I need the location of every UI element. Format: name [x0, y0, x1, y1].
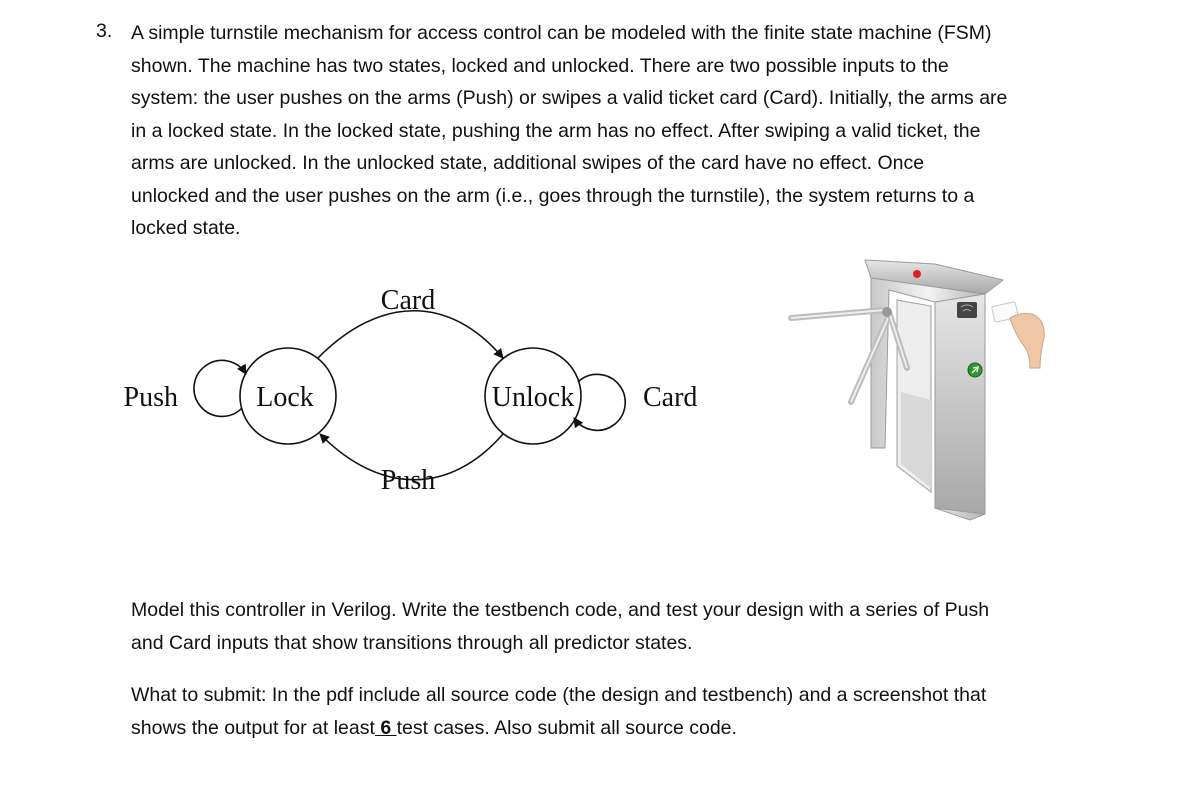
transition-label-push: Push — [381, 465, 435, 496]
turnstile-photo — [788, 259, 1045, 521]
state-label-unlock: Unlock — [492, 382, 574, 413]
intro-line: shown. The machine has two states, locke… — [131, 54, 949, 77]
submit-text: test cases. Also submit all source code. — [396, 716, 737, 739]
intro-line: arms are unlocked. In the unlocked state… — [131, 152, 925, 174]
question-number: 3. — [96, 20, 113, 42]
intro-line: A simple turnstile mechanism for access … — [131, 22, 992, 44]
transition-label-card: Card — [381, 285, 435, 316]
intro-line: locked state. — [131, 217, 241, 239]
transition-push-arc — [319, 433, 504, 481]
submit-line: What to submit: In the pdf include all s… — [131, 684, 987, 706]
submit-line: shows the output for at least 6 test cas… — [131, 712, 1111, 745]
intro-line: system: the user pushes on the arms (Pus… — [131, 87, 1008, 109]
transition-card-arc — [317, 309, 504, 359]
intro-line: unlocked and the user pushes on the arm … — [131, 184, 975, 207]
test-case-count: 6 — [374, 716, 397, 739]
self-loop-unlock — [573, 373, 627, 432]
self-loop-label-push: Push — [124, 382, 178, 413]
submit-text: shows the output for at least — [131, 716, 375, 739]
question-intro: A simple turnstile mechanism for access … — [131, 17, 1111, 245]
task-line: Model this controller in Verilog. Write … — [131, 599, 990, 621]
task-line: and Card inputs that show transitions th… — [131, 631, 693, 654]
state-lock-circle — [239, 347, 337, 445]
intro-line: in a locked state. In the locked state, … — [131, 119, 981, 142]
state-unlock-circle — [484, 347, 582, 445]
state-label-lock: Lock — [256, 382, 314, 413]
self-loop-lock — [193, 359, 247, 418]
submit-paragraph: What to submit: In the pdf include all s… — [131, 679, 1111, 744]
task-paragraph: Model this controller in Verilog. Write … — [131, 594, 1111, 659]
fsm-diagram: Lock Unlock Card Push Push Card — [124, 285, 698, 496]
self-loop-label-card: Card — [643, 382, 697, 413]
